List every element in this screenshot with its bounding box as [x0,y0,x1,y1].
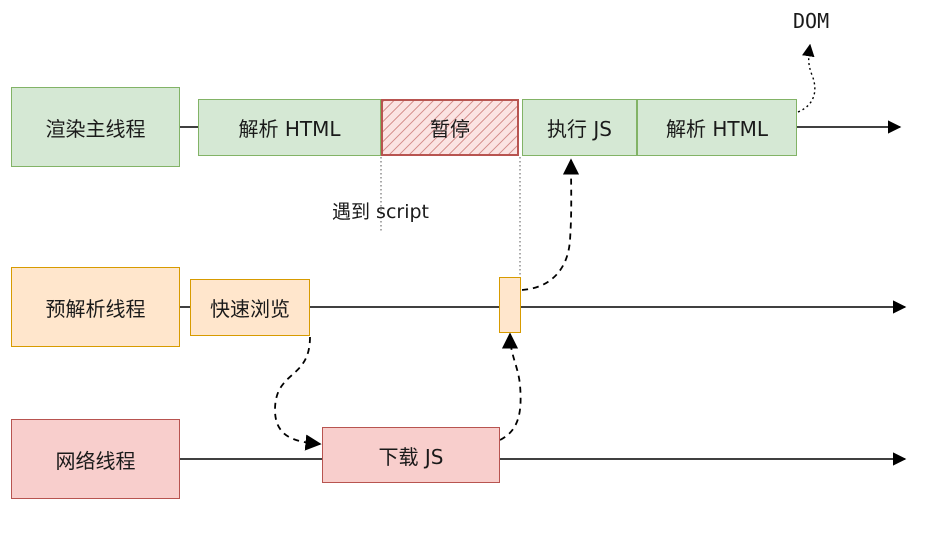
network-thread-label: 网络线程 [55,448,136,473]
network-thread-box: 网络线程 [11,419,180,499]
preparse-small-task [499,277,521,333]
main-thread-box: 渲染主线程 [11,87,180,167]
parse-html-label-1: 解析 HTML [238,117,341,141]
download-js-label: 下载 JS [378,444,444,469]
download-to-preparse-arrow [499,332,522,441]
dom-annotation: DOM [793,9,830,33]
exec-js-label: 执行 JS [547,117,612,141]
parse-to-dom-arrow [797,43,816,113]
preparse-thread-box: 预解析线程 [11,267,180,347]
script-annotation: 遇到 script [332,201,429,223]
pause-task: 暂停 [381,99,519,156]
main-thread-label: 渲染主线程 [45,116,146,141]
parse-html-task-1: 解析 HTML [198,99,381,156]
parse-html-task-2: 解析 HTML [637,99,797,156]
parse-html-label-2: 解析 HTML [665,117,768,141]
fast-scan-task: 快速浏览 [190,279,310,336]
fast-scan-label: 快速浏览 [210,297,290,321]
preparse-to-exec-arrow [521,158,580,291]
pause-label: 暂停 [430,117,470,141]
download-js-task: 下载 JS [322,427,500,483]
preparse-thread-label: 预解析线程 [45,296,146,321]
exec-js-task: 执行 JS [522,99,637,156]
fast-scan-to-download-arrow [274,336,322,451]
